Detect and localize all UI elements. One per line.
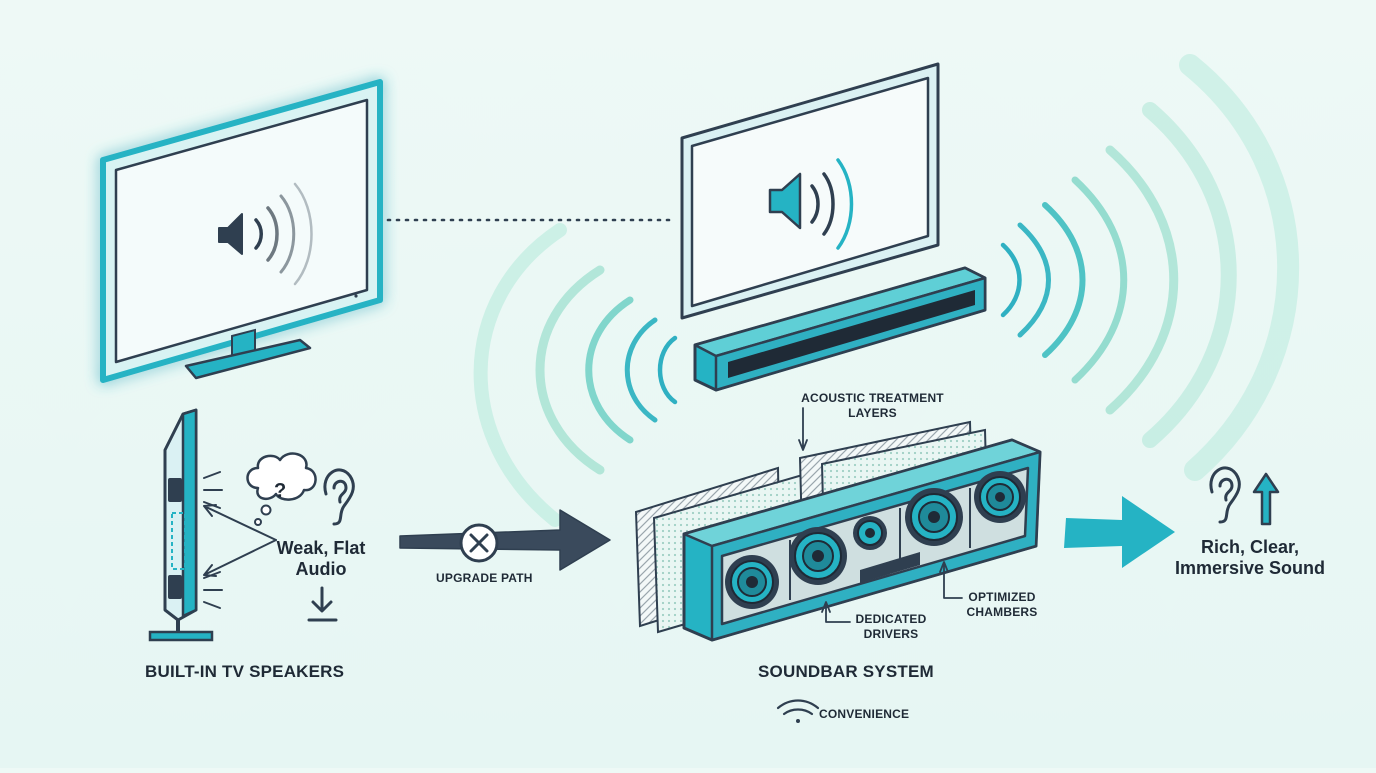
ear-icon [323, 468, 355, 526]
left-sound-waves-of-soundbar [473, 223, 678, 527]
right-tv [680, 62, 940, 320]
weak-audio-label-line1: Weak, Flat [276, 538, 366, 558]
thought-bubble-icon [246, 452, 317, 526]
dedicated-drivers-label-line2: DRIVERS [863, 627, 919, 641]
acoustic-treatment-label-line2: LAYERS [848, 406, 897, 420]
large-sound-waves [1000, 54, 1300, 481]
dedicated-drivers-label-line1: DEDICATED [855, 612, 927, 626]
built-in-tv-speakers-title: BUILT-IN TV SPEAKERS [145, 662, 345, 681]
soundbar [693, 266, 987, 392]
optimized-chambers-label-line2: CHAMBERS [966, 605, 1038, 619]
output-arrow [1064, 496, 1175, 568]
question-mark: ? [274, 480, 287, 502]
wifi-icon [776, 699, 820, 723]
down-arrow-icon [307, 586, 338, 622]
up-arrow-icon [1252, 472, 1280, 526]
blocked-icon [459, 523, 499, 563]
convenience-label: CONVENIENCE [819, 707, 910, 721]
acoustic-treatment-label-line1: ACOUSTIC TREATMENT [801, 391, 944, 405]
ear-icon [1209, 466, 1241, 524]
optimized-chambers-label-line1: OPTIMIZED [968, 590, 1036, 604]
callout-lines [798, 407, 963, 623]
rich-sound-label-line1: Rich, Clear, [1200, 537, 1300, 557]
tv-side-view [148, 408, 277, 642]
speaker-drivers [725, 471, 1026, 609]
sound-wave-icon [254, 182, 313, 286]
speaker-icon [218, 213, 243, 255]
weak-audio-label-line2: Audio [295, 559, 347, 579]
rich-sound-label-line2: Immersive Sound [1174, 558, 1326, 578]
soundbar-system-title: SOUNDBAR SYSTEM [758, 662, 934, 681]
upgrade-path-label: UPGRADE PATH [436, 571, 533, 585]
upgrade-arrow [399, 509, 611, 571]
